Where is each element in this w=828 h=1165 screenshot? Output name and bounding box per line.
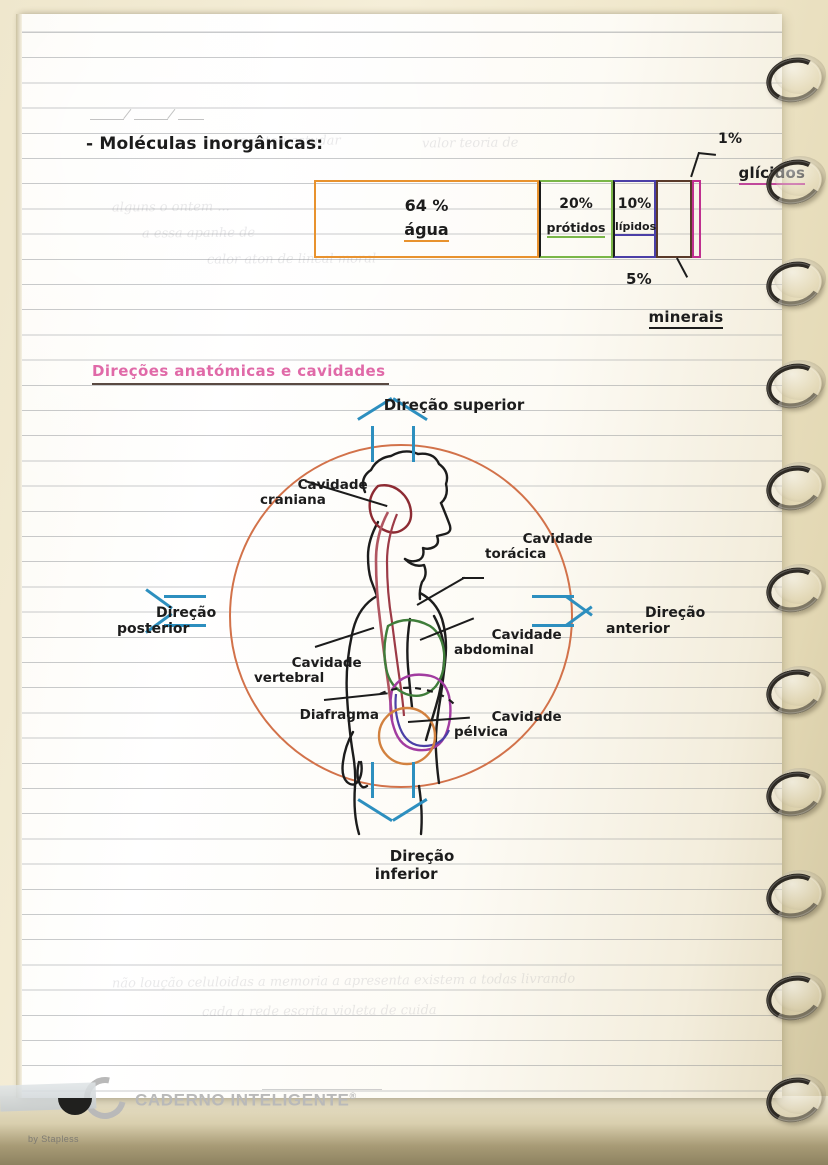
bar-segment-protidos-percent: 20% <box>559 196 593 212</box>
registered-mark: ® <box>349 1090 357 1101</box>
direction-superior-label: Direção superior <box>383 396 525 415</box>
abdominal-cavity-outline-2 <box>394 693 451 748</box>
glicidos-percent: 1% <box>718 131 743 147</box>
direction-arrow-anterior <box>532 582 602 634</box>
diaphragm-dashed-line <box>379 686 455 705</box>
anatomy-section-heading: Direções anatómicas e cavidades <box>92 362 390 385</box>
bar-segment-agua-label: água <box>404 220 449 242</box>
heading-underline <box>92 382 390 385</box>
direction-arrow-posterior <box>140 582 206 635</box>
byline-watermark: by Stapless <box>28 1134 79 1144</box>
spiral-binding <box>760 0 828 1165</box>
notebook-cover-bottom-edge <box>0 1096 828 1165</box>
footer-divider <box>262 1089 382 1090</box>
bar-segment-protidos: 20% prótidos <box>539 180 613 258</box>
toracica-leader-line-2 <box>462 577 484 579</box>
body-circle-outline <box>229 444 573 788</box>
direction-arrow-inferior <box>354 762 434 823</box>
brand-name: CADERNO INTELIGENTE <box>135 1090 350 1110</box>
bar-segment-protidos-label: prótidos <box>546 220 606 238</box>
bar-segment-lipidos: 10% lípidos <box>613 180 657 258</box>
bar-segment-lipidos-percent: 10% <box>617 196 652 212</box>
anatomy-section-heading-text: Direções anatómicas e cavidades <box>92 362 386 380</box>
bar-segment-agua-percent: 64 % <box>404 196 449 215</box>
bar-segment-lipidos-label: lípidos <box>615 220 657 236</box>
bar-segment-glicidos <box>692 180 701 258</box>
diaphragm-label: Diafragma <box>299 706 380 723</box>
thoracic-cavity-outline <box>383 618 446 697</box>
minerais-percent: 5% <box>626 270 652 288</box>
notebook-page: se estou estudar valor teoria de alguns … <box>16 14 806 1127</box>
human-figure-illustration <box>341 450 455 836</box>
date-field[interactable] <box>90 102 204 120</box>
vertebral-cavity-outline <box>374 511 394 721</box>
minerais-label: minerais <box>648 309 724 329</box>
cranial-cavity-outline <box>368 484 413 534</box>
pelvic-cavity-outline <box>377 706 437 766</box>
bar-segment-agua: 64 % água <box>314 180 539 258</box>
brand-logo: CADERNO INTELIGENTE® <box>76 1069 357 1127</box>
direction-arrow-superior <box>354 397 434 462</box>
binding-clip <box>58 1098 92 1115</box>
bar-segment-minerais <box>656 180 692 258</box>
inorganic-molecules-title: - Moléculas inorgânicas: <box>86 134 324 154</box>
